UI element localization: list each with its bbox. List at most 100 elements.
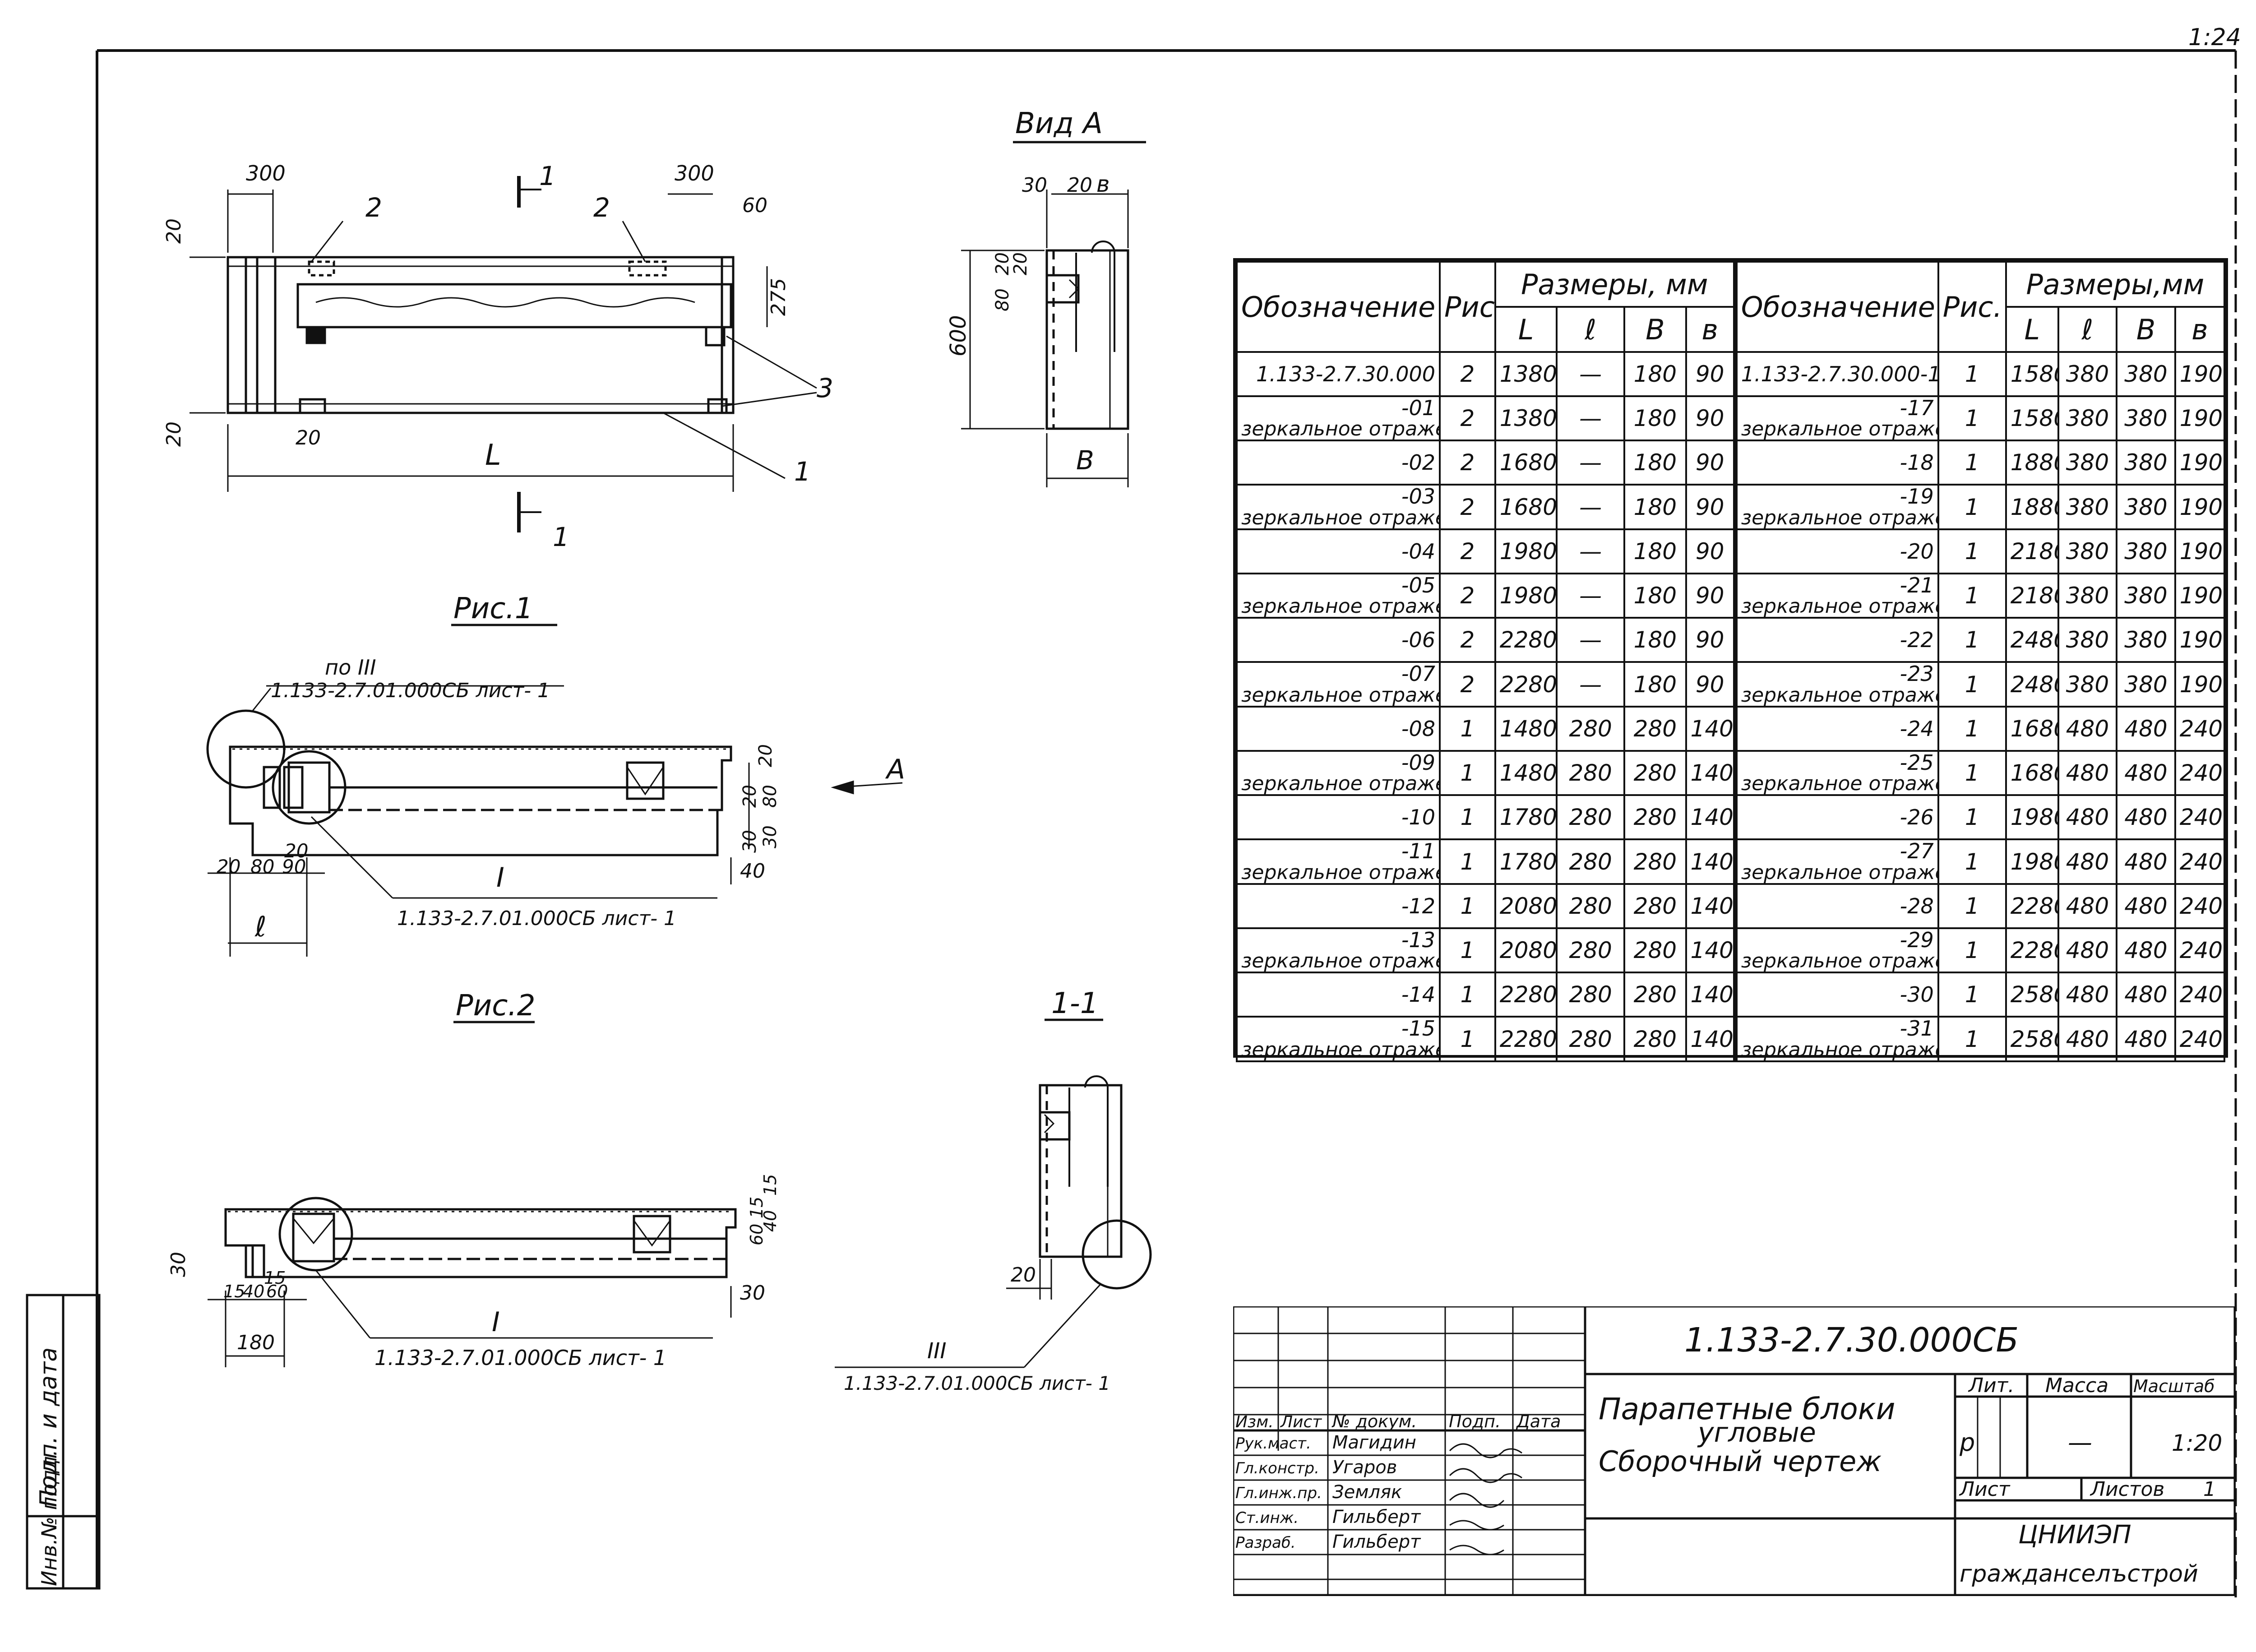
spec-header-sizes-2: Размеры,мм <box>2005 261 2226 308</box>
spec-cell-L: 1580 <box>2005 395 2059 442</box>
stamp-name: Гильберт <box>1332 1532 1421 1552</box>
spec-cell-l: — <box>1556 484 1626 530</box>
spec-header-b: в <box>1685 306 1736 353</box>
ris2-dim-180: 180 <box>237 1331 275 1354</box>
spec-cell-L: 2480 <box>2005 661 2059 708</box>
spec-cell-b: 240 <box>2174 1016 2226 1062</box>
spec-cell-r: 2 <box>1439 661 1496 708</box>
spec-cell-L: 1680 <box>2005 750 2059 796</box>
spec-cell-B: 180 <box>1623 484 1687 530</box>
spec-header-designation: Обозначение <box>1235 261 1441 353</box>
spec-cell-r: 1 <box>1937 572 2007 619</box>
spec-cell-L: 1980 <box>1494 528 1558 574</box>
spec-cell-B: 380 <box>2116 572 2176 619</box>
spec-code: -07 <box>1401 662 1436 686</box>
spec-mirror-note: зеркальное отражение <box>1741 595 1937 618</box>
spec-header-b-2: в <box>2174 306 2226 353</box>
spec-cell-l: 380 <box>2057 484 2118 530</box>
vid-a-title: Вид А <box>1015 107 1103 140</box>
spec-code: -18 <box>1900 450 1934 475</box>
ris1-dim-80: 80 <box>250 856 274 878</box>
spec-cell-l: — <box>1556 351 1626 397</box>
spec-cell-b: 90 <box>1685 440 1736 486</box>
spec-cell-B: 480 <box>2116 838 2176 885</box>
spec-cell-b: 140 <box>1685 838 1736 885</box>
stamp-role: Ст.инж. <box>1235 1509 1299 1527</box>
spec-cell-l: 280 <box>1556 705 1626 752</box>
spec-cell-l: 480 <box>2057 794 2118 841</box>
spec-mirror-note: зеркальное отражение <box>1241 949 1438 973</box>
spec-cell-l: — <box>1556 440 1626 486</box>
spec-header-ris: Рис. <box>1439 261 1496 353</box>
spec-code: -29 <box>1900 928 1934 952</box>
stamp-col-data: Дата <box>1516 1411 1561 1431</box>
spec-cell-L: 1680 <box>1494 440 1558 486</box>
spec-cell-b: 90 <box>1685 617 1736 663</box>
spec-cell-r: 1 <box>1439 927 1496 974</box>
spec-code: -01 <box>1401 396 1436 420</box>
spec-header-L: L <box>1494 306 1558 353</box>
spec-cell-b: 240 <box>2174 927 2226 974</box>
ris1-ref-sheet: 1.133-2.7.01.000СБ лист- 1 <box>271 679 550 702</box>
spec-cell-b: 140 <box>1685 1016 1736 1062</box>
spec-cell-B: 480 <box>2116 972 2176 1018</box>
spec-cell-r: 1 <box>1937 972 2007 1018</box>
spec-cell-b: 140 <box>1685 794 1736 841</box>
spec-cell-L: 2080 <box>1494 883 1558 929</box>
spec-code: 1.133-2.7.30.000 <box>1256 361 1436 386</box>
ris2-callout-i: I <box>492 1306 500 1338</box>
spec-cell-r: 1 <box>1937 395 2007 442</box>
spec-mirror-note: зеркальное отражение <box>1741 772 1937 796</box>
ris2-view <box>208 1197 737 1367</box>
callout-2-right: 2 <box>593 192 610 223</box>
spec-designation: 1.133-2.7.30.000 <box>1235 351 1441 397</box>
spec-code: -23 <box>1900 662 1934 686</box>
spec-designation: 1.133-2.7.30.000-16 <box>1733 351 1939 397</box>
spec-cell-L: 1980 <box>2005 794 2059 841</box>
ris2-dim-60: 60 <box>266 1282 288 1301</box>
spec-cell-l: 380 <box>2057 528 2118 574</box>
ris1-dim-20d: 20 <box>740 785 760 808</box>
spec-designation: -04 <box>1235 528 1441 574</box>
ris2-dim-30: 30 <box>167 1252 190 1277</box>
spec-mirror-note: зеркальное отражение <box>1741 683 1937 707</box>
spec-cell-B: 480 <box>2116 705 2176 752</box>
spec-cell-r: 1 <box>1937 705 2007 752</box>
spec-cell-b: 190 <box>2174 440 2226 486</box>
spec-cell-B: 180 <box>1623 351 1687 397</box>
spec-cell-B: 380 <box>2116 528 2176 574</box>
spec-cell-l: 380 <box>2057 395 2118 442</box>
stamp-massa-label: Масса <box>2045 1374 2108 1397</box>
stamp-list-label: Лист <box>1959 1478 2011 1501</box>
dim-20-inner: 20 <box>296 426 321 449</box>
spec-cell-L: 1680 <box>1494 484 1558 530</box>
spec-header-B: В <box>1623 306 1687 353</box>
spec-cell-B: 480 <box>2116 750 2176 796</box>
spec-code: -03 <box>1401 485 1436 509</box>
spec-mirror-note: зеркальное отражение <box>1741 861 1937 884</box>
spec-cell-L: 1580 <box>2005 351 2059 397</box>
stamp-name: Магидин <box>1332 1432 1416 1453</box>
spec-cell-r: 2 <box>1439 617 1496 663</box>
spec-cell-r: 2 <box>1439 440 1496 486</box>
side-stamp-inv: Инв.№ подл. <box>37 1449 61 1586</box>
spec-cell-L: 1980 <box>1494 572 1558 619</box>
spec-cell-L: 2580 <box>2005 1016 2059 1062</box>
spec-cell-b: 240 <box>2174 972 2226 1018</box>
spec-cell-l: 480 <box>2057 883 2118 929</box>
spec-cell-l: 280 <box>1556 750 1626 796</box>
spec-designation: -14 <box>1235 972 1441 1018</box>
org-name-2: гражданселъстрой <box>1960 1560 2198 1587</box>
vid-a-dim-20a: 20 <box>992 252 1013 275</box>
stamp-col-izm: Изм. <box>1235 1413 1274 1431</box>
spec-cell-l: 280 <box>1556 1016 1626 1062</box>
spec-cell-B: 280 <box>1623 838 1687 885</box>
ris2-dim-15c: 15 <box>747 1197 767 1218</box>
